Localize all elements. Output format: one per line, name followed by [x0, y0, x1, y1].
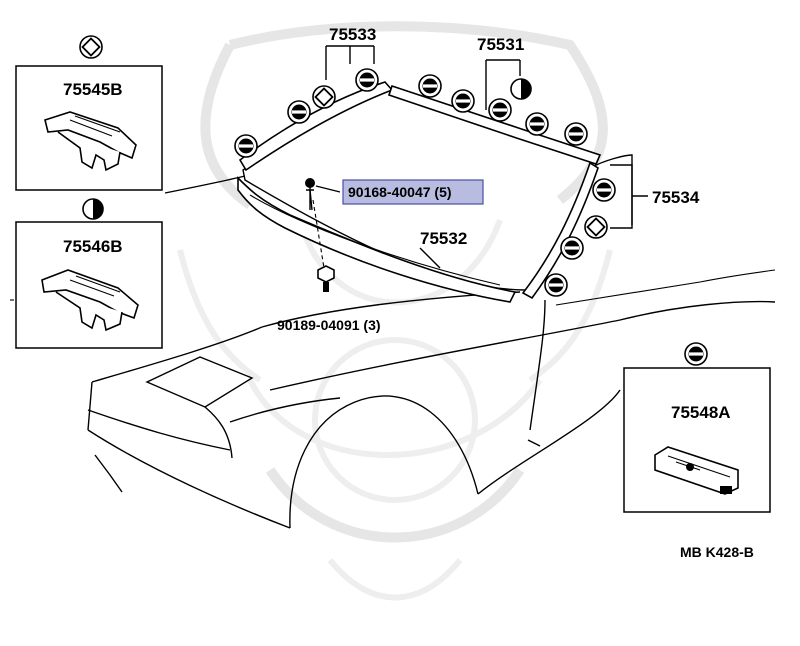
part-75548A-bracket — [654, 446, 739, 495]
half-circle-symbol-icon — [510, 78, 532, 100]
clip-symbol-icon — [418, 74, 442, 98]
label-90189-04091[interactable]: 90189-04091 (3) — [277, 317, 381, 333]
clip-symbol-icon — [592, 178, 616, 202]
diamond-symbol-icon — [584, 215, 608, 239]
label-75548A[interactable]: 75548A — [671, 403, 731, 422]
half-circle-symbol-icon — [82, 198, 104, 220]
clip-symbol-icon — [287, 100, 311, 124]
clip-symbol-icon — [488, 98, 512, 122]
fastener-nut-90189 — [317, 265, 335, 292]
diamond-symbol-icon — [312, 85, 336, 109]
clip-symbol-icon — [560, 236, 584, 260]
clip-symbol-icon — [451, 89, 475, 113]
inset-box-75548A — [623, 367, 771, 513]
watermark — [177, 21, 613, 601]
label-75532[interactable]: 75532 — [420, 229, 467, 248]
leader-lines — [315, 45, 648, 269]
part-75531-molding — [387, 84, 602, 165]
label-75531[interactable]: 75531 — [477, 35, 524, 54]
clip-symbol-icon — [684, 342, 708, 366]
label-75546B[interactable]: 75546B — [63, 237, 123, 256]
diamond-symbol-icon — [79, 35, 103, 59]
inset-box-75545B — [15, 65, 163, 191]
clip-symbol-icon — [234, 134, 258, 158]
clip-symbol-icon — [355, 68, 379, 92]
part-75545B-bracket — [44, 111, 137, 172]
fastener-screw-90168 — [305, 178, 315, 211]
clip-symbol-icon — [544, 273, 568, 297]
part-75532-cowl — [237, 176, 517, 303]
clip-symbol-icon — [564, 122, 588, 146]
clip-symbol-icon — [525, 112, 549, 136]
part-75546B-bracket — [41, 269, 139, 332]
label-90168-40047[interactable]: 90168-40047 (5) — [348, 184, 452, 200]
diagram-code: MB K428-B — [680, 544, 754, 560]
windshield-assembly — [237, 81, 602, 303]
part-highlight — [342, 179, 484, 205]
label-75534[interactable]: 75534 — [652, 188, 700, 207]
part-75534-molding — [521, 161, 599, 300]
label-75545B[interactable]: 75545B — [63, 80, 123, 99]
label-75533[interactable]: 75533 — [329, 25, 376, 44]
